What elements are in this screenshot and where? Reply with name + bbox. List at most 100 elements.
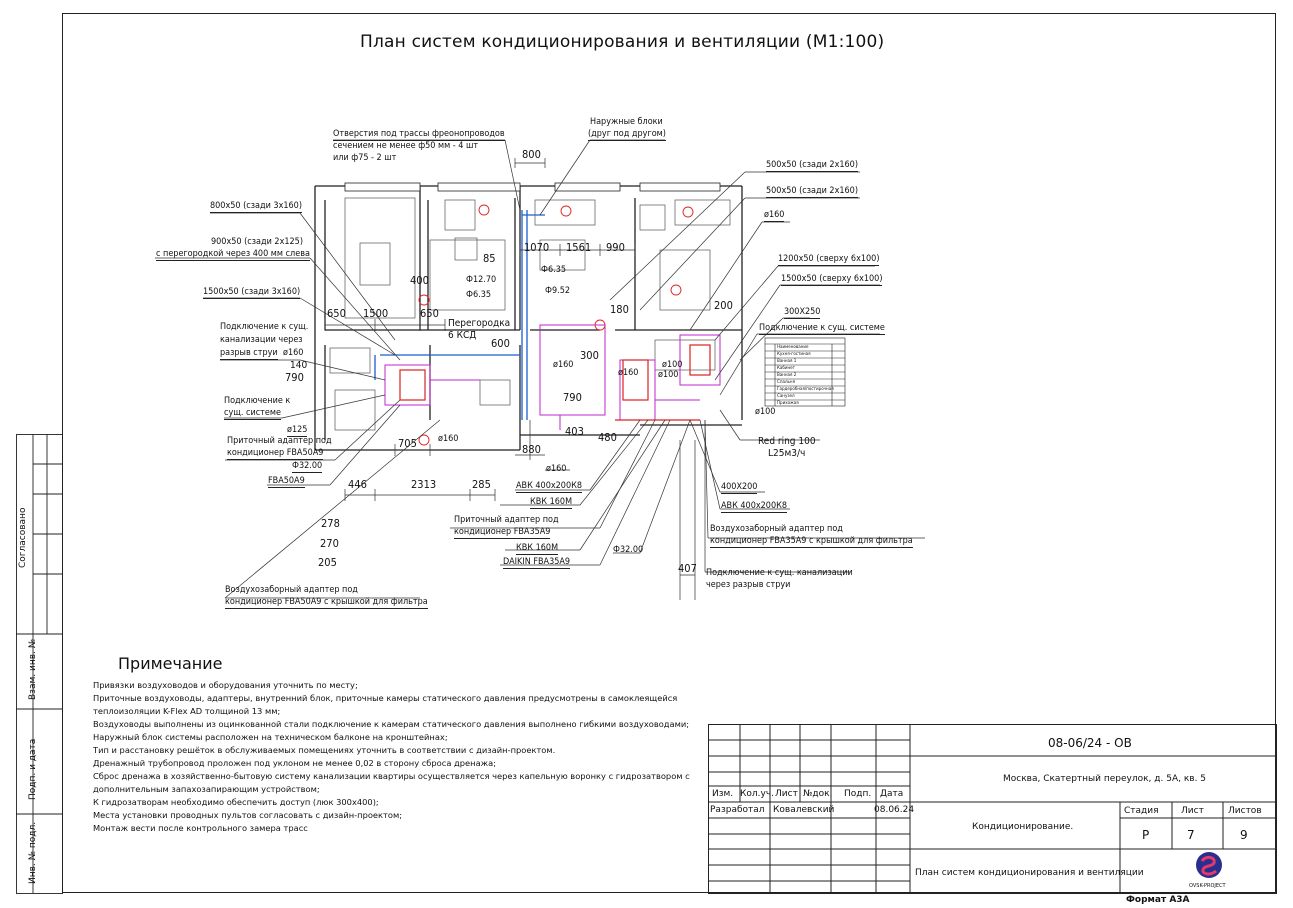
sidebar-inv-orig: Инв. № подл. [28,821,38,884]
avk-2: АВК 400х200К8 [721,501,788,513]
daikin-unit: DAIKIN FBA35A9 [503,557,571,569]
red-ring-1: Red ring 100 [758,436,816,447]
stamp-address: Москва, Скатертный переулок, д. 5А, кв. … [1003,774,1207,784]
notes-heading: Примечание [118,654,223,673]
dia-100-a: ø100 [662,360,683,370]
stamp-header-ndok: №док. [803,789,833,799]
duct-300: 300Х250 [784,307,821,319]
drawing-title: План систем кондиционирования и вентиляц… [360,32,885,52]
duct-800x50: 800х50 (сзади 3х160) [210,201,302,213]
sidebar-inv-replace: Взам. инв. № [28,638,38,700]
stamp-header-izm: Изм. [712,789,734,799]
dim-205: 205 [318,556,337,569]
phi-b: Ф12.70 [466,275,497,285]
phi-d: Ф9.52 [545,286,570,296]
note-line: Тип и расстановку решёток в обслуживаемы… [93,745,556,755]
legend-table-grid [764,337,846,407]
dim-180: 180 [610,303,629,316]
duct-500-1: 500х50 (сзади 2х160) [766,160,858,172]
duct-900-l2: с перегородкой через 400 мм слева [156,249,310,261]
phi32-a: Ф32.00 [292,461,323,473]
note-line: Наружный блок системы расположен на техн… [93,732,448,742]
note-line: Приточные воздуховоды, адаптеры, внутрен… [93,693,678,703]
dim-1500: 1500 [363,307,389,320]
dim-407: 407 [678,562,697,575]
note-line: Сброс дренажа в хозяйственно-бытовую сис… [93,771,690,781]
sidebar-sign-date: Подп. и дата [28,738,38,800]
legend-row: Спальня [777,380,796,385]
dim-600: 600 [491,337,510,350]
sidebar-grid [16,434,63,894]
legend-row: Ванная 1 [777,359,797,364]
dim-400: 400 [410,274,429,287]
ducts-red [399,344,711,421]
duct-1500a: 1500х50 (сзади 3х160) [203,287,301,299]
duct-1500b: 1500х50 (сверху 6х100) [781,274,883,286]
stamp-sheets: 9 [1240,828,1248,842]
intake-right-2: кондиционер FBA35A9 с крышкой для фильтр… [710,536,913,548]
dim-650a: 650 [327,307,346,320]
openings-line2: сечением не менее ф50 мм - 4 шт [333,141,479,151]
duct-900-l1: 900х50 (сзади 2х125) [211,237,303,247]
note-line: Воздуховоды выполнены из оцинкованной ст… [93,719,690,729]
dim-790b: 790 [563,391,582,404]
note-line: Монтаж вести после контрольного замера т… [93,823,308,833]
stamp-sheet: 7 [1187,828,1195,842]
sewer-right: Подключение к сущ. системе [759,323,885,335]
dia-160-c: ø160 [553,360,574,370]
outdoor-line1: Наружные блоки [590,117,663,127]
dia-100-b: ø100 [658,370,679,380]
duct-1200: 1200х50 (сверху 6х100) [778,254,880,266]
dim-2313: 2313 [411,478,437,491]
stamp-section: Кондиционирование. [972,822,1074,832]
note-line: К гидрозатворам необходимо обеспечить до… [93,797,379,807]
phi32-b: Ф32.00 [613,545,644,555]
logo-text: OVSK-PROJECT [1189,883,1226,889]
stamp-date: 08.06.24 [874,805,915,815]
partition-2: 6 КСД [448,330,477,341]
stamp-header-podp: Подп. [844,789,872,799]
conn-left-1: Подключение к [224,396,291,406]
legend-row: Кабинет [777,366,795,371]
dim-278: 278 [321,517,340,530]
format-label: Формат А3А [1126,895,1190,905]
windows [344,182,721,192]
dim-880: 880 [522,443,541,456]
stamp-stage-label: Стадия [1124,806,1159,816]
dia-125: ø125 [287,425,308,437]
sewer-left-2: канализации через [220,335,303,345]
stamp-developer: Ковалевский [773,805,835,815]
dia-160-a: ø160 [764,210,785,222]
dim-285: 285 [472,478,491,491]
sewer-bottom-1: Подключение к сущ. канализации [706,568,853,578]
sewer-left-3: разрыв струи [220,348,278,360]
stamp-sheets-label: Листов [1228,806,1262,816]
openings-line1: Отверстия под трассы фреонопроводов [333,129,505,141]
stamp-grid [708,724,1277,894]
note-line: Места установки проводных пультов соглас… [93,810,402,820]
avk-1: АВК 400х200К8 [516,481,583,493]
dim-200: 200 [714,299,733,312]
dim-650b: 650 [420,307,439,320]
partition-1: Перегородка [448,318,511,329]
freon-lines [374,210,545,420]
conn-left-2: сущ. системе [224,408,281,420]
fba50: FBA50A9 [268,476,305,488]
intake-right-1: Воздухозаборный адаптер под [710,524,843,534]
dim-1070: 1070 [524,241,550,254]
stamp-developed-label: Разработал [710,805,765,815]
supply-left-2: кондиционер FBA50A9 [227,448,324,460]
kvk-1: КВК 160М [530,497,573,509]
legend-row: Гардеробная/постирочная [777,387,834,392]
stamp-sheet-title: План систем кондиционирования и вентиляц… [915,868,1144,878]
dim-400x200: 400Х200 [721,482,758,494]
stamp-header-list: Лист [775,789,798,799]
dim-446: 446 [348,478,367,491]
dim-800: 800 [522,148,541,161]
dia-100-c: ø100 [755,407,776,417]
dim-990: 990 [606,241,625,254]
dia-160-d: ø160 [618,368,639,378]
legend-row: Санузел [777,394,795,399]
ducts [384,324,721,430]
